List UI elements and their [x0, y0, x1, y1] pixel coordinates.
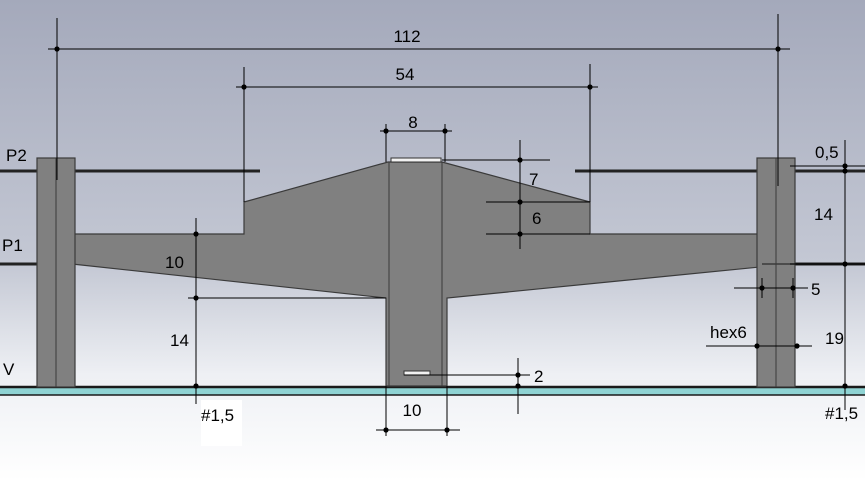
dim-top-width: 8 [408, 113, 417, 132]
top-cap [390, 157, 442, 163]
dim-hex-label: hex6 [710, 323, 747, 342]
dim-step-height: 6 [532, 209, 541, 228]
note-left: #1,5 [201, 406, 234, 425]
base-cap [403, 370, 431, 376]
dim-inset-width: 5 [811, 280, 820, 299]
dimension-dots [54, 46, 848, 433]
dim-right-lower-height: 19 [825, 329, 844, 348]
ground-strip [0, 386, 865, 395]
dim-upper-width: 54 [396, 65, 415, 84]
dim-base-gap: 2 [534, 367, 543, 386]
dim-top-slope-height: 7 [529, 170, 538, 189]
dim-left-slope-height: 10 [165, 253, 184, 272]
dim-left-lower-height: 14 [170, 331, 189, 350]
left-note-backing [201, 400, 242, 446]
dim-right-middle-height: 14 [814, 205, 833, 224]
dim-thickness-top: 0,5 [815, 143, 839, 162]
dim-overall-width: 112 [393, 27, 420, 46]
layer-label-v: V [3, 360, 15, 379]
note-right: #1,5 [825, 404, 858, 423]
dim-bottom-width: 10 [403, 401, 422, 420]
layer-label-p2: P2 [6, 146, 27, 165]
layer-label-p1: P1 [2, 236, 23, 255]
